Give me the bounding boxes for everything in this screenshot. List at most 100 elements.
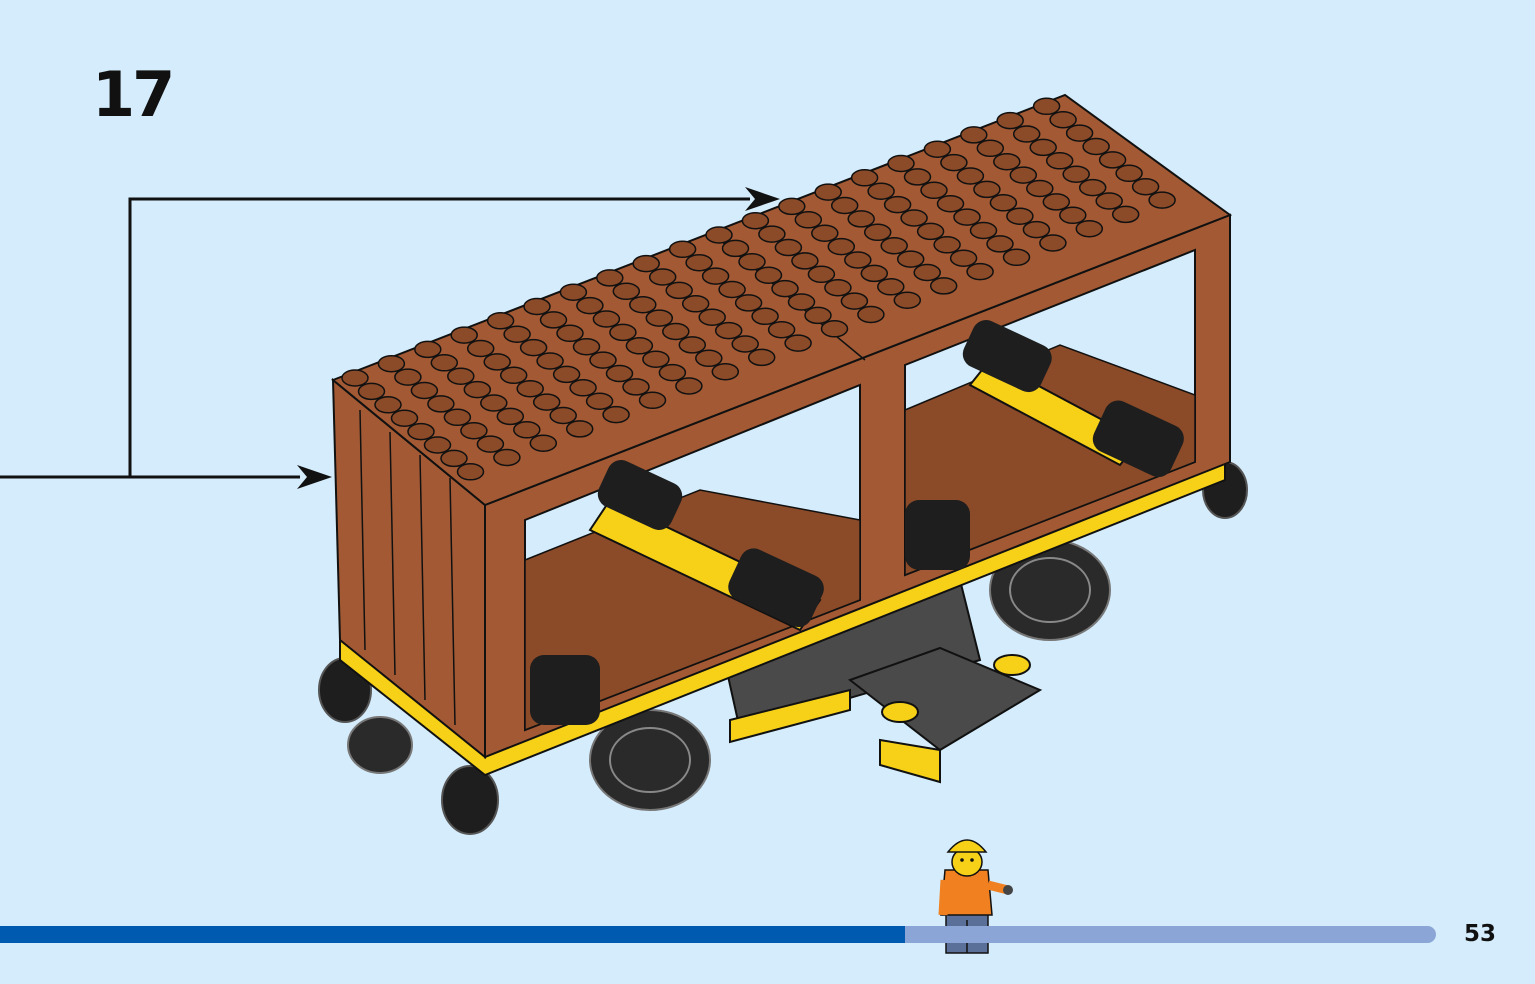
roof-stud <box>549 406 577 425</box>
roof-stud <box>1002 248 1031 267</box>
roof-stud <box>1148 191 1176 209</box>
roof-stud <box>718 280 746 299</box>
roof-stud <box>804 306 832 325</box>
roof-stud <box>976 139 1005 158</box>
roof-stud <box>1078 178 1107 197</box>
roof-stud <box>486 312 515 330</box>
roof-stud <box>731 335 759 353</box>
roof-stud <box>496 407 525 426</box>
roof-stud <box>476 435 505 453</box>
roof-stud <box>1095 192 1123 210</box>
roof-stud <box>969 221 998 240</box>
roof-stud <box>695 349 723 368</box>
roof-stud <box>993 152 1021 171</box>
roof-stud <box>953 208 981 226</box>
roof-stud <box>440 449 468 468</box>
roof-stud <box>986 235 1014 253</box>
roof-stud <box>377 354 406 373</box>
roof-stud <box>556 324 584 343</box>
roof-stud <box>1042 193 1071 211</box>
roof-stud <box>450 326 478 344</box>
roof-stud <box>632 254 660 273</box>
roof-stud <box>913 263 941 282</box>
undercarriage <box>718 578 1043 784</box>
roof-stud <box>791 252 819 270</box>
roof-stud <box>1039 234 1067 252</box>
wheel-set-rear <box>989 461 1248 641</box>
roof-stud <box>499 366 528 385</box>
roof-stud <box>830 196 859 215</box>
roof-stud <box>949 249 978 267</box>
roof-stud <box>758 225 786 243</box>
page-number: 53 <box>1464 921 1497 947</box>
roof-stud <box>532 393 561 411</box>
roof-stud <box>552 365 581 384</box>
roof-stud <box>565 420 594 438</box>
roof-stud <box>824 278 852 297</box>
roof-stud <box>887 154 915 173</box>
step-number: 17 <box>92 58 175 131</box>
roof-studs <box>341 97 1176 481</box>
roof-stud <box>903 168 932 186</box>
end-wall-ribs <box>359 409 456 726</box>
roof-stud <box>341 369 369 387</box>
roof-stud <box>794 211 823 229</box>
roof-stud <box>900 209 928 227</box>
progress-bar <box>0 926 1436 943</box>
roof-stud <box>916 222 945 241</box>
roof-stud <box>681 295 710 313</box>
coupling-stud <box>881 701 919 723</box>
callout-lines <box>0 197 750 479</box>
coupling-stud <box>993 654 1031 676</box>
roof-stud <box>920 181 948 200</box>
roof-stud <box>883 195 912 214</box>
roof-stud <box>807 265 836 284</box>
roof-stud <box>658 363 687 382</box>
roof-stud <box>612 282 641 301</box>
roof-stud <box>989 194 1018 212</box>
roof-stud <box>503 325 531 343</box>
roof-stud <box>622 378 650 396</box>
roof-stud <box>678 336 707 354</box>
roof-stud <box>648 268 677 286</box>
roof-stud <box>645 309 674 327</box>
roof-stud <box>774 238 803 257</box>
roof-stud <box>933 236 961 254</box>
arrow-right-icon <box>745 187 780 211</box>
roof-stud <box>605 364 634 383</box>
arrow-right-icon <box>297 465 332 489</box>
roof-stud <box>698 308 726 326</box>
roof-stud <box>714 321 743 340</box>
roof-stud <box>374 396 402 414</box>
roof-stud <box>1026 179 1054 198</box>
roof-stud <box>751 307 779 326</box>
roof-stud <box>357 382 386 401</box>
roof-stud <box>1032 97 1061 116</box>
roof-stud <box>811 224 839 242</box>
roof-stud <box>529 434 558 452</box>
roof-stud <box>863 223 892 242</box>
roof-stud <box>1059 206 1087 225</box>
roof-stud <box>840 292 869 310</box>
roof-stud <box>973 180 1001 199</box>
roof-stud <box>1075 219 1104 238</box>
roof-stud <box>860 264 889 283</box>
roof-stud <box>1062 165 1090 183</box>
roof-stud <box>814 183 842 201</box>
roof-stud <box>456 463 485 481</box>
roof-stud <box>407 422 435 441</box>
roof-stud <box>675 377 703 395</box>
roof-stud <box>850 169 879 187</box>
roof-stud <box>592 310 621 328</box>
roof-stud <box>596 269 624 287</box>
roof-stud <box>929 277 958 295</box>
roof-stud <box>443 408 472 427</box>
roof-stud <box>820 320 849 338</box>
roof-stud <box>466 339 495 358</box>
roof-stud <box>893 291 922 309</box>
roof-stud <box>539 311 568 329</box>
roof-stud <box>662 322 690 341</box>
roof-stud <box>460 421 488 440</box>
roof-stud <box>1098 151 1127 169</box>
